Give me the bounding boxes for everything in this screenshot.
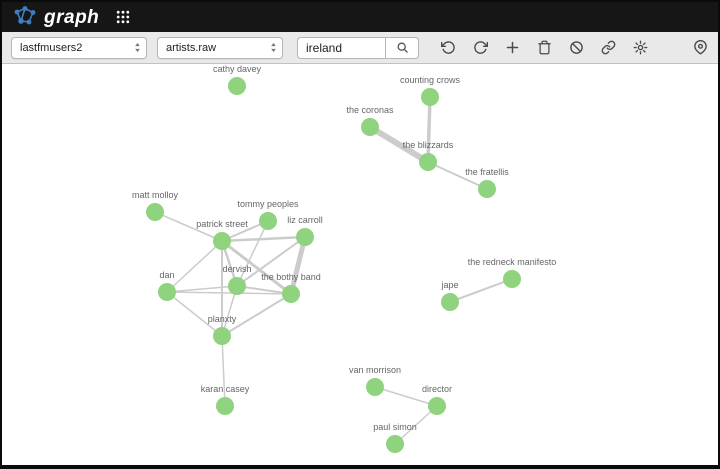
link-icon xyxy=(601,40,615,55)
graph-node-tommy-peoples[interactable] xyxy=(259,212,277,230)
toolbar-icon-group xyxy=(439,39,709,57)
graph-node-dervish[interactable] xyxy=(228,277,246,295)
graph-canvas[interactable]: cathy davey counting crows the coronas the … xyxy=(2,64,718,465)
link-button[interactable] xyxy=(599,39,617,57)
node-label-the-fratellis: the fratellis xyxy=(465,167,509,177)
node-label-counting-crows: counting crows xyxy=(400,75,461,85)
graph-node-van-morrison[interactable] xyxy=(366,378,384,396)
ban-icon xyxy=(569,41,583,54)
node-label-dervish: dervish xyxy=(222,264,251,274)
filter-button[interactable] xyxy=(567,39,585,57)
node-label-paul-simon: paul simon xyxy=(373,422,417,432)
node-label-tommy-peoples: tommy peoples xyxy=(237,199,299,209)
graph-edge-the-coronas--the-blizzards xyxy=(368,124,430,165)
node-label-the-redneck-manifesto: the redneck manifesto xyxy=(468,257,557,267)
graph-node-the-bothy-band[interactable] xyxy=(282,285,300,303)
field-select-value: artists.raw xyxy=(166,41,217,54)
graph-edge-planxty--karan-casey xyxy=(221,335,226,407)
graph-node-the-redneck-manifesto[interactable] xyxy=(503,270,521,288)
undo-button[interactable] xyxy=(439,39,457,57)
plus-icon xyxy=(506,41,518,54)
graph-node-karan-casey[interactable] xyxy=(216,397,234,415)
graph-edge-liz-carroll--patrick-street xyxy=(221,235,306,243)
trash-icon xyxy=(537,40,551,55)
redo-icon xyxy=(473,41,488,54)
add-node-button[interactable] xyxy=(503,39,521,57)
node-label-cathy-davey: cathy davey xyxy=(213,64,262,74)
graph-edge-dan--planxty xyxy=(166,291,223,337)
node-label-planxty: planxty xyxy=(208,314,237,324)
graph-edge-dervish--dan xyxy=(166,285,238,293)
app-title: graph xyxy=(44,6,100,28)
graph-edge-dan--the-bothy-band xyxy=(166,291,292,295)
field-select[interactable]: artists.raw xyxy=(157,36,283,59)
app-logo: graph xyxy=(12,5,99,29)
graph-edge-patrick-street--dan xyxy=(166,240,223,293)
graph-edge-the-bothy-band--planxty xyxy=(221,293,292,337)
graph-node-counting-crows[interactable] xyxy=(421,88,439,106)
node-label-van-morrison: van morrison xyxy=(349,365,401,375)
graph-node-liz-carroll[interactable] xyxy=(296,228,314,246)
graph-edge-director--paul-simon xyxy=(394,405,438,445)
graph-edge-liz-carroll--dervish xyxy=(236,236,306,287)
node-label-karan-casey: karan casey xyxy=(201,384,250,394)
delete-button[interactable] xyxy=(535,39,553,57)
graph-edge-counting-crows--the-blizzards xyxy=(426,96,432,163)
select-stepper-icon xyxy=(271,42,276,53)
graph-edge-jape--the-redneck-manifesto xyxy=(449,278,513,303)
app-header: graph xyxy=(2,2,718,32)
pin-icon xyxy=(693,40,707,55)
node-label-dan: dan xyxy=(159,270,174,280)
graph-logo-icon xyxy=(14,6,36,25)
settings-button[interactable] xyxy=(631,39,649,57)
node-label-jape: jape xyxy=(440,280,458,290)
graph-node-matt-molloy[interactable] xyxy=(146,203,164,221)
graph-node-dan[interactable] xyxy=(158,283,176,301)
graph-node-patrick-street[interactable] xyxy=(213,232,231,250)
dataset-select[interactable]: lastfmusers2 xyxy=(11,36,147,59)
graph-node-the-blizzards[interactable] xyxy=(419,153,437,171)
graph-edge-patrick-street--the-bothy-band xyxy=(221,239,292,296)
node-label-the-coronas: the coronas xyxy=(346,105,394,115)
graph-node-jape[interactable] xyxy=(441,293,459,311)
search-icon xyxy=(397,42,408,53)
dataset-select-value: lastfmusers2 xyxy=(20,41,83,54)
graph-edge-the-blizzards--the-fratellis xyxy=(427,161,488,190)
graph-node-cathy-davey[interactable] xyxy=(228,77,246,95)
select-stepper-icon xyxy=(135,42,140,53)
pin-button[interactable] xyxy=(691,39,709,57)
gear-icon xyxy=(633,40,647,55)
redo-button[interactable] xyxy=(471,39,489,57)
node-label-director: director xyxy=(422,384,452,394)
node-label-the-bothy-band: the bothy band xyxy=(261,272,321,282)
node-label-patrick-street: patrick street xyxy=(196,219,248,229)
node-label-liz-carroll: liz carroll xyxy=(287,215,323,225)
node-label-matt-molloy: matt molloy xyxy=(132,190,179,200)
graph-edge-matt-molloy--patrick-street xyxy=(154,211,223,242)
undo-icon xyxy=(440,41,455,54)
graph-node-planxty[interactable] xyxy=(213,327,231,345)
grid-icon xyxy=(117,10,130,24)
graph-edge-liz-carroll--the-bothy-band xyxy=(288,236,308,295)
graph-node-director[interactable] xyxy=(428,397,446,415)
graph-edge-van-morrison--director xyxy=(374,386,438,407)
node-label-the-blizzards: the blizzards xyxy=(403,140,454,150)
graph-edge-dervish--the-bothy-band xyxy=(236,285,292,295)
search-input[interactable] xyxy=(297,36,385,59)
graph-svg: cathy davey counting crows the coronas the … xyxy=(132,64,557,453)
toolbar: lastfmusers2 artists.raw xyxy=(2,32,718,64)
search-button[interactable] xyxy=(385,36,419,59)
graph-node-the-fratellis[interactable] xyxy=(478,180,496,198)
search-group xyxy=(297,36,419,59)
graph-node-paul-simon[interactable] xyxy=(386,435,404,453)
apps-grid-button[interactable] xyxy=(113,7,133,27)
graph-edge-tommy-peoples--dervish xyxy=(236,220,269,287)
graph-node-the-coronas[interactable] xyxy=(361,118,379,136)
